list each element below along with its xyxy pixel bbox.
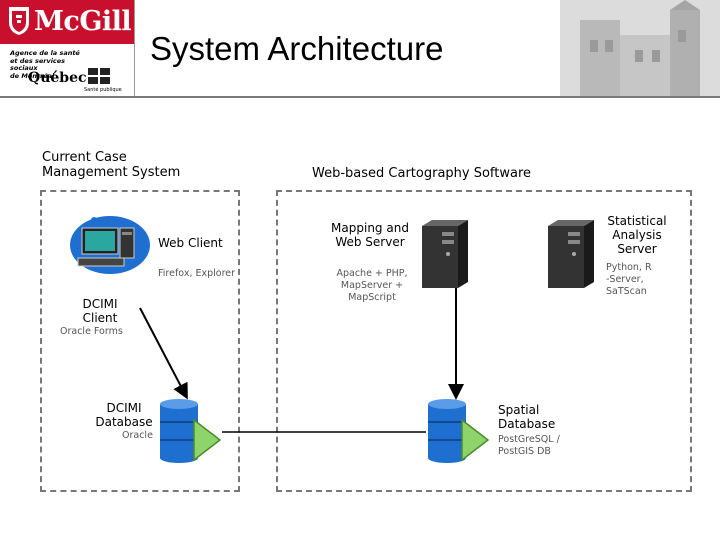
- right-section-title: Web-based Cartography Software: [312, 166, 532, 181]
- stats-server-detail-line-1: Python, R: [606, 262, 652, 273]
- castle-photo: [560, 0, 720, 96]
- spatial-database-label: Spatial Database: [498, 403, 555, 431]
- stats-server-tower-icon: [548, 220, 594, 288]
- spatial-database-detail-line-2: PostGIS DB: [498, 446, 551, 457]
- mcgill-logo: McGill: [0, 0, 134, 44]
- quebec-wordmark: Québec: [28, 70, 87, 86]
- stats-server-detail: Python, R -Server, SaTScan: [606, 262, 652, 298]
- client-to-database-arrow: [139, 307, 188, 400]
- mapping-server-label-line-1: Mapping and: [331, 221, 409, 235]
- logo-panel: McGill Agence de la santé et des service…: [0, 0, 135, 96]
- fleur-de-lis-flag-icon: [88, 68, 110, 84]
- left-section-title-line-2: Management System: [42, 165, 181, 180]
- shield-icon: [9, 7, 29, 35]
- spatial-play-icon: [461, 418, 490, 462]
- dcimi-database-detail: Oracle: [122, 430, 153, 441]
- dcimi-database-label-line-2: Database: [95, 415, 153, 429]
- mapping-server-detail-line-3: MapScript: [348, 292, 396, 303]
- stats-server-detail-line-2: -Server,: [606, 274, 644, 285]
- web-client-detail: Firefox, Explorer: [158, 268, 236, 279]
- mapping-server-label: Mapping and Web Server: [326, 221, 414, 249]
- stats-server-label-line-2: Analysis: [612, 228, 662, 242]
- mapping-server-detail-line-2: MapServer +: [340, 280, 404, 291]
- agency-line-1: Agence de la santé: [10, 49, 80, 57]
- spatial-database-detail: PostGreSQL / PostGIS DB: [498, 434, 560, 458]
- left-section-title: Current Case Management System: [42, 150, 180, 180]
- dcimi-client-label-line-1: DCIMI: [82, 297, 118, 311]
- agency-text: Agence de la santé et des services socia…: [10, 49, 90, 80]
- mapping-server-detail: Apache + PHP, MapServer + MapScript: [330, 268, 414, 304]
- agency-line-3: de Montréal: [10, 71, 55, 80]
- stats-server-label: Statistical Analysis Server: [602, 214, 672, 256]
- left-section-title-line-1: Current Case: [42, 150, 127, 165]
- stats-server-label-line-3: Server: [617, 242, 657, 256]
- agency-line-2: et des services sociaux: [10, 56, 66, 72]
- dcimi-client-label-line-2: Client: [82, 311, 118, 325]
- database-icon: [160, 399, 222, 463]
- spatial-database-label-line-2: Database: [498, 417, 556, 431]
- header: [0, 0, 720, 98]
- dcimi-client-label: DCIMI Client: [80, 297, 120, 325]
- stats-server-label-line-1: Statistical: [607, 214, 667, 228]
- mapping-server-label-line-2: Web Server: [335, 235, 405, 249]
- cartography-box: [276, 190, 692, 492]
- page-title: System Architecture: [150, 30, 444, 67]
- current-system-box: [40, 190, 240, 492]
- computer-icon: [70, 216, 150, 274]
- agency-footer: Santé publique: [84, 87, 122, 93]
- play-icon: [193, 418, 222, 462]
- mapping-server-detail-line-1: Apache + PHP,: [336, 268, 408, 279]
- dcimi-database-label: DCIMI Database: [92, 401, 156, 429]
- dcimi-client-detail: Oracle Forms: [60, 326, 123, 337]
- server-tower-icon: [422, 220, 468, 288]
- spatial-database-detail-line-1: PostGreSQL /: [498, 434, 560, 445]
- spatial-database-icon: [428, 399, 490, 463]
- spatial-database-label-line-1: Spatial: [498, 403, 540, 417]
- dcimi-database-label-line-1: DCIMI: [106, 401, 142, 415]
- mcgill-wordmark: McGill: [34, 6, 132, 37]
- web-client-label: Web Client: [158, 236, 223, 250]
- stats-server-detail-line-3: SaTScan: [606, 286, 647, 297]
